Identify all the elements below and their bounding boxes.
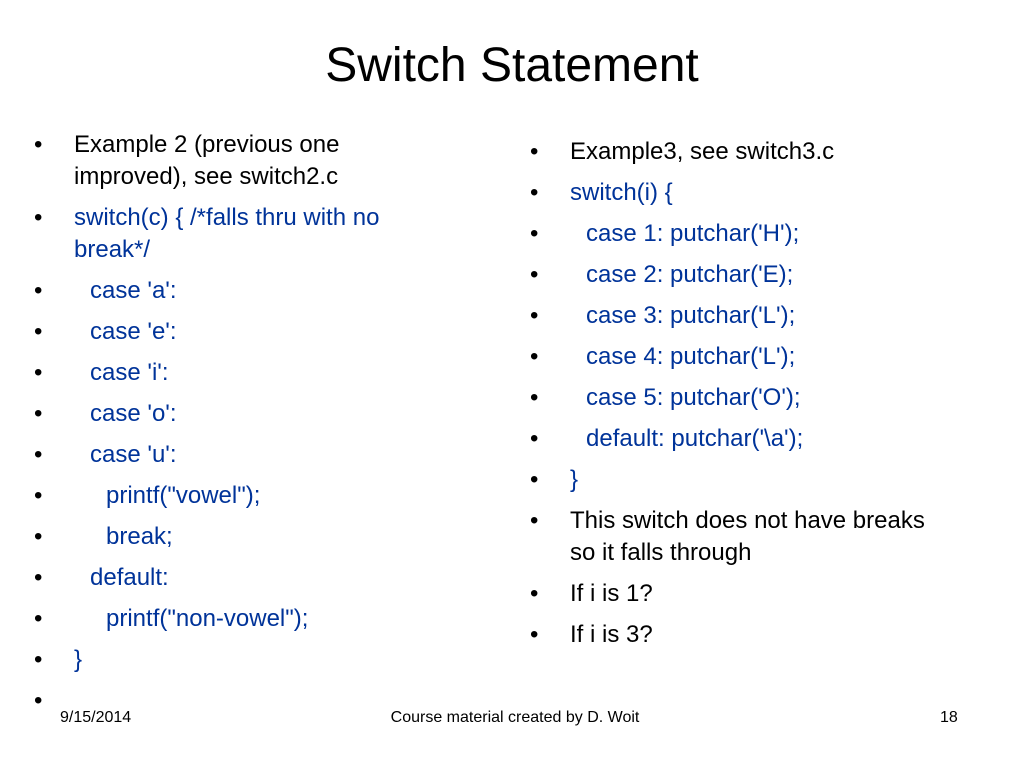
- slide-title: Switch Statement: [325, 39, 699, 92]
- list-item: case 'a':: [32, 275, 452, 307]
- code-line: }: [74, 646, 83, 673]
- list-item: case 1: putchar('H');: [528, 218, 928, 250]
- list-item: default:: [32, 562, 452, 594]
- code-line: default:: [90, 564, 169, 591]
- list-item: printf("vowel");: [32, 480, 452, 512]
- code-line: case 1: putchar('H');: [586, 220, 800, 247]
- list-item: default: putchar('\a');: [528, 423, 928, 455]
- bullet-text: If i is 3?: [570, 621, 653, 648]
- bullet-text: If i is 1?: [570, 580, 653, 607]
- code-line: case 'u':: [90, 441, 177, 468]
- right-bullet-list: Example3, see switch3.c switch(i) { case…: [528, 136, 928, 660]
- code-line: default: putchar('\a');: [586, 425, 804, 452]
- list-item: }: [528, 464, 928, 496]
- bullet-text: This switch does not have breaks so it f…: [570, 507, 925, 566]
- list-item: case 'o':: [32, 398, 452, 430]
- code-line: printf("non-vowel");: [106, 605, 309, 632]
- code-line: break;: [106, 523, 173, 550]
- list-item: switch(i) {: [528, 177, 928, 209]
- list-item: }: [32, 644, 452, 676]
- page-number: 18: [940, 709, 958, 726]
- list-item: This switch does not have breaks so it f…: [528, 505, 928, 569]
- code-line: case 'a':: [90, 277, 177, 304]
- footer-credit: Course material created by D. Woit: [390, 709, 640, 726]
- footer-date: 9/15/2014: [60, 709, 132, 726]
- code-line: }: [570, 466, 579, 493]
- list-item: If i is 1?: [528, 578, 928, 610]
- list-item: case 3: putchar('L');: [528, 300, 928, 332]
- list-item: case 4: putchar('L');: [528, 341, 928, 373]
- list-item: case 2: putchar('E);: [528, 259, 928, 291]
- list-item: case 5: putchar('O');: [528, 382, 928, 414]
- list-item: break;: [32, 521, 452, 553]
- list-item: case 'e':: [32, 316, 452, 348]
- code-line: switch(c) { /*falls thru with no break*/: [74, 204, 380, 263]
- bullet-text: Example 2 (previous one improved), see s…: [74, 131, 340, 190]
- list-item: If i is 3?: [528, 619, 928, 651]
- list-item: switch(c) { /*falls thru with no break*/: [32, 202, 452, 266]
- left-bullet-list: Example 2 (previous one improved), see s…: [32, 129, 452, 717]
- code-line: case 4: putchar('L');: [586, 343, 796, 370]
- bullet-text: Example3, see switch3.c: [570, 138, 835, 165]
- code-line: case 'i':: [90, 359, 169, 386]
- code-line: case 2: putchar('E);: [586, 261, 794, 288]
- list-item: case 'u':: [32, 439, 452, 471]
- list-item: case 'i':: [32, 357, 452, 389]
- code-line: switch(i) {: [570, 179, 673, 206]
- list-item: Example3, see switch3.c: [528, 136, 928, 168]
- code-line: printf("vowel");: [106, 482, 261, 509]
- list-item: Example 2 (previous one improved), see s…: [32, 129, 452, 193]
- code-line: case 5: putchar('O');: [586, 384, 801, 411]
- code-line: case 3: putchar('L');: [586, 302, 796, 329]
- list-item: printf("non-vowel");: [32, 603, 452, 635]
- code-line: case 'o':: [90, 400, 177, 427]
- code-line: case 'e':: [90, 318, 177, 345]
